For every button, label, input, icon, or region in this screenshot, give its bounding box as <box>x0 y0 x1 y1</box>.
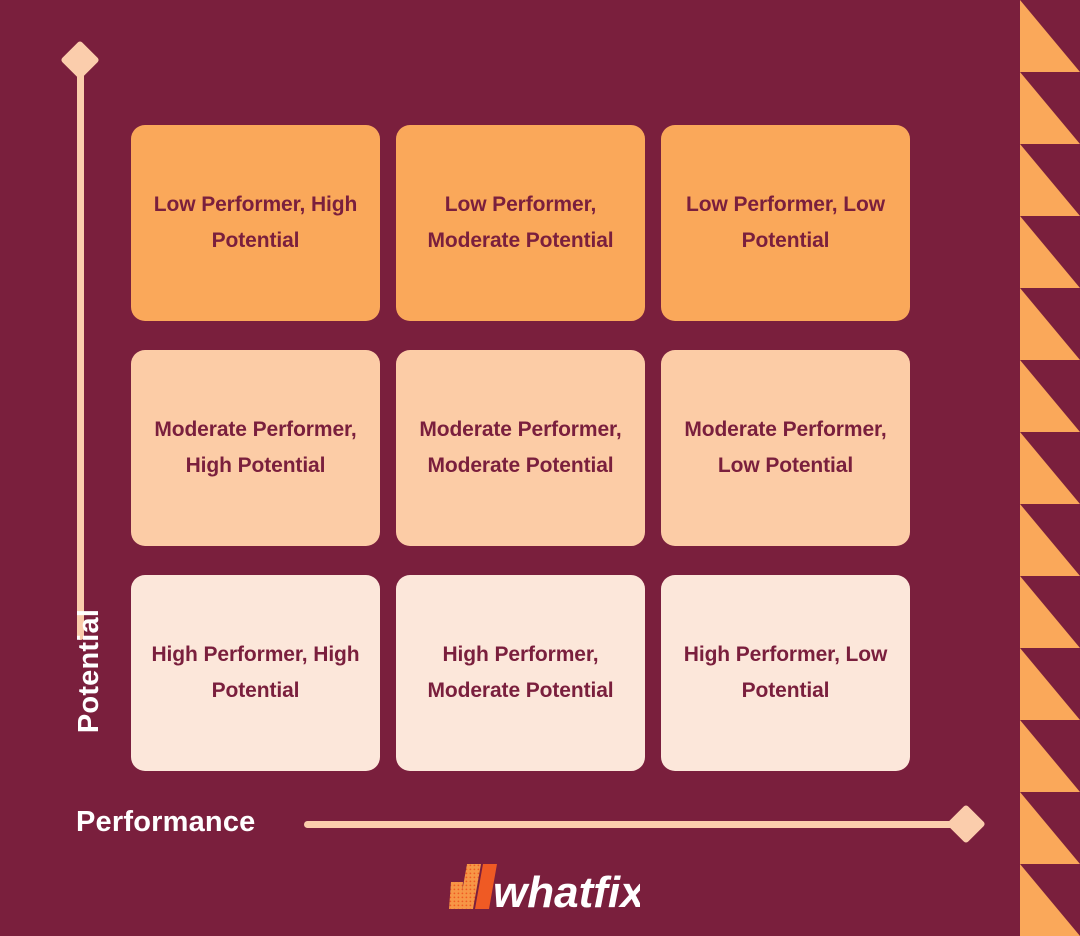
whatfix-logomark-icon <box>449 864 497 909</box>
x-axis-line <box>304 821 964 828</box>
matrix-cell-low-performer-low-potential[interactable]: Low Performer, Low Potential <box>661 125 910 321</box>
matrix-cell-low-performer-moderate-potential[interactable]: Low Performer, Moderate Potential <box>396 125 645 321</box>
y-axis-label: Potential <box>73 608 105 734</box>
matrix-cell-label: High Performer, Moderate Potential <box>427 642 614 702</box>
triangle-icon <box>1020 72 1080 144</box>
matrix-cell-high-performer-low-potential[interactable]: High Performer, Low Potential <box>661 575 910 771</box>
triangle-icon <box>1020 0 1080 72</box>
triangle-icon <box>1020 720 1080 792</box>
y-axis-line <box>77 62 84 640</box>
matrix-cell-high-performer-high-potential[interactable]: High Performer, High Potential <box>131 575 380 771</box>
matrix-cell-label: Low Performer, High Potential <box>153 192 358 252</box>
x-axis-label: Performance <box>76 806 256 838</box>
triangle-icon <box>1020 576 1080 648</box>
triangle-icon <box>1020 792 1080 864</box>
matrix-cell-moderate-performer-low-potential[interactable]: Moderate Performer, Low Potential <box>661 350 910 546</box>
matrix-cell-moderate-performer-high-potential[interactable]: Moderate Performer, High Potential <box>131 350 380 546</box>
x-axis-arrowhead-icon <box>946 804 986 844</box>
matrix-cell-moderate-performer-moderate-potential[interactable]: Moderate Performer, Moderate Potential <box>396 350 645 546</box>
matrix-cell-label: High Performer, High Potential <box>151 642 360 702</box>
triangle-pattern-decoration <box>1020 0 1080 936</box>
matrix-cell-label: Moderate Performer, High Potential <box>154 417 357 477</box>
matrix-cell-label: Moderate Performer, Moderate Potential <box>419 417 622 477</box>
triangle-icon <box>1020 288 1080 360</box>
matrix-cell-label: High Performer, Low Potential <box>683 642 888 702</box>
matrix-cell-label: Low Performer, Moderate Potential <box>427 192 614 252</box>
triangle-icon <box>1020 144 1080 216</box>
triangle-icon <box>1020 216 1080 288</box>
matrix-grid: Low Performer, High Potential Low Perfor… <box>131 125 911 772</box>
whatfix-logo: whatfix <box>445 860 640 918</box>
matrix-cell-label: Low Performer, Low Potential <box>686 192 885 252</box>
triangle-icon <box>1020 864 1080 936</box>
triangle-icon <box>1020 504 1080 576</box>
triangle-icon <box>1020 432 1080 504</box>
matrix-cell-low-performer-high-potential[interactable]: Low Performer, High Potential <box>131 125 380 321</box>
matrix-cell-high-performer-moderate-potential[interactable]: High Performer, Moderate Potential <box>396 575 645 771</box>
whatfix-wordmark: whatfix <box>493 868 640 917</box>
matrix-cell-label: Moderate Performer, Low Potential <box>684 417 887 477</box>
triangle-icon <box>1020 648 1080 720</box>
triangle-icon <box>1020 360 1080 432</box>
